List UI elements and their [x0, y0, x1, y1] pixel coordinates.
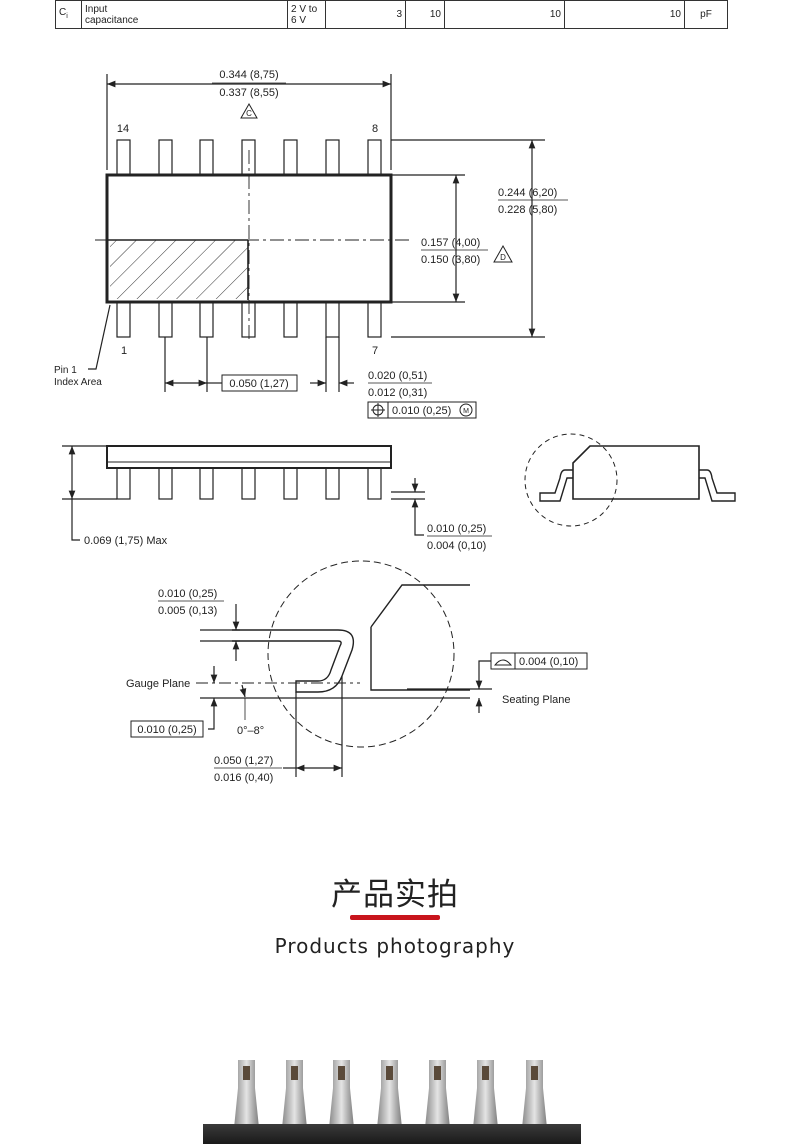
- max2-cell: 10: [444, 0, 565, 29]
- foot-max-label: 0.050 (1,27): [214, 755, 273, 767]
- chip-body: [203, 1124, 581, 1144]
- body-min-label: 0.150 (3,80): [421, 254, 480, 266]
- detail-circle-small: [524, 433, 618, 527]
- max3-cell: 10: [564, 0, 685, 29]
- overall-min-label: 0.228 (5,80): [498, 204, 557, 216]
- bottom-leads: [116, 301, 382, 338]
- svg-text:M: M: [463, 408, 469, 415]
- product-photo: [203, 1060, 581, 1144]
- lead-thickness-max-label: 0.010 (0,25): [158, 588, 217, 600]
- gauge-dim-box: [130, 720, 204, 738]
- side-leads: [116, 467, 382, 500]
- mmc-icon: [459, 403, 473, 417]
- symbol-cell: Ci: [55, 0, 82, 29]
- section-title: 产品实拍: [331, 877, 459, 913]
- pin8-label: 8: [372, 123, 378, 135]
- svg-text:D: D: [500, 253, 506, 262]
- pitch-label: 0.050 (1,27): [229, 378, 288, 390]
- pin1-index-line2: Index Area: [54, 377, 102, 388]
- standoff-min-label: 0.004 (0,10): [427, 540, 486, 552]
- body-max-label: 0.157 (4,00): [421, 237, 480, 249]
- max-cell: 10: [405, 0, 445, 29]
- lead-detail: 0.010 (0,25) 0.005 (0,13) Gauge Plane 0.…: [126, 560, 588, 784]
- top-view: 0.344 (8,75) 0.337 (8,55) C 14 8: [54, 69, 568, 419]
- pin1-label: 1: [121, 345, 127, 357]
- lead-thickness-min-label: 0.005 (0,13): [158, 605, 217, 617]
- lead-width-min-label: 0.012 (0,31): [368, 387, 427, 399]
- pitch-box: [221, 374, 298, 392]
- note-d-icon: D: [493, 244, 513, 263]
- pin1-index-area: [110, 240, 248, 299]
- pin14-label: 14: [117, 123, 129, 135]
- section-subtitle: Products photography: [274, 934, 516, 958]
- profile-icon: [493, 659, 513, 666]
- detail-circle-large: [267, 560, 455, 748]
- package-drawing: 0.344 (8,75) 0.337 (8,55) C 14 8: [54, 69, 736, 784]
- width-max-label: 0.344 (8,75): [219, 69, 278, 81]
- lead-width-max-label: 0.020 (0,51): [368, 370, 427, 382]
- foot-min-label: 0.016 (0,40): [214, 772, 273, 784]
- gauge-dim-label: 0.010 (0,25): [137, 724, 196, 736]
- section-accent-bar: [350, 915, 440, 920]
- coplanarity-frame: 0.004 (0,10): [490, 652, 588, 670]
- pin7-label: 7: [372, 345, 378, 357]
- position-tol-label: 0.010 (0,25): [392, 405, 451, 417]
- note-c-icon: C: [240, 102, 258, 119]
- unit-cell: pF: [684, 0, 728, 29]
- chip-leads: [234, 1060, 547, 1128]
- typ-cell: 3: [325, 0, 406, 29]
- overall-max-label: 0.244 (6,20): [498, 187, 557, 199]
- standoff-max-label: 0.010 (0,25): [427, 523, 486, 535]
- seating-plane-label: Seating Plane: [502, 694, 571, 706]
- pin1-index-line1: Pin 1: [54, 365, 77, 376]
- position-tolerance-frame: 0.010 (0,25) M: [367, 401, 477, 419]
- height-max-label: 0.069 (1,75) Max: [84, 535, 168, 547]
- width-min-label: 0.337 (8,55): [219, 87, 278, 99]
- svg-text:C: C: [246, 109, 252, 118]
- gauge-plane-label: Gauge Plane: [126, 678, 190, 690]
- angle-label: 0°–8°: [237, 725, 264, 737]
- coplanarity-label: 0.004 (0,10): [519, 656, 578, 668]
- side-view: 0.069 (1,75) Max 0.010 (0,25) 0.004 (0,1…: [62, 433, 736, 552]
